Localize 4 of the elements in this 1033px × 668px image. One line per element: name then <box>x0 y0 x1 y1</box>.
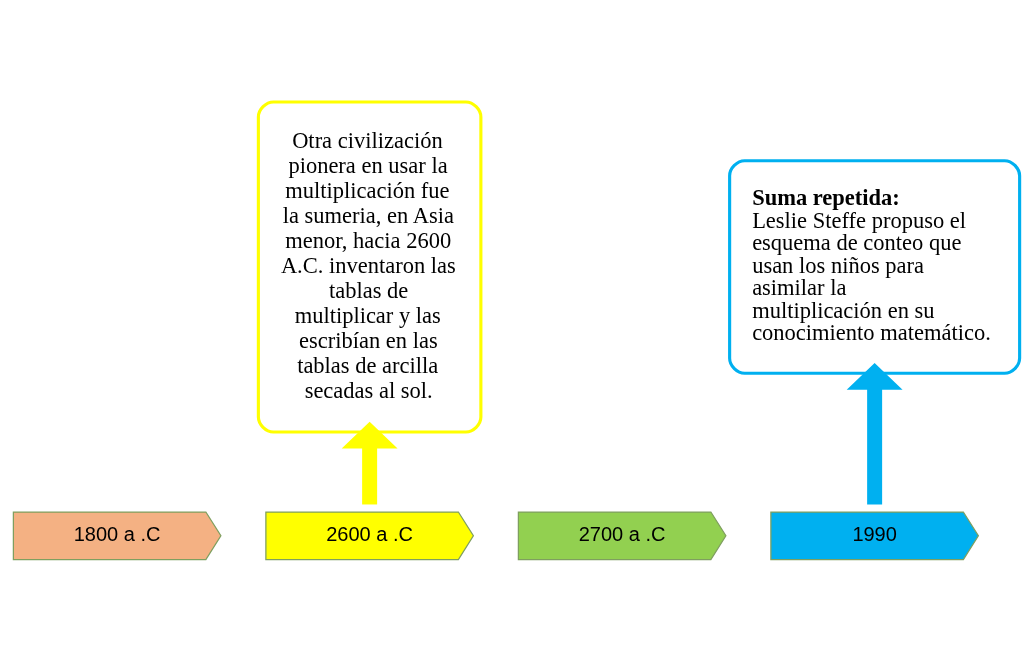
node-box: Otra civilización pionera en usar la multiplicación fue la sumeria, en Asia menor, hacia 2600 A.C. inventaron las tablas de multiplicar y las escribían en las tablas de arcilla secadas al sol. <box>256 99 483 434</box>
arrow <box>341 421 398 504</box>
node-box: Suma repetida: Leslie Steffe propuso el esquema de conteo que usan los niños para asimilar la multiplicación en su conocimiento matemático. <box>728 158 1022 375</box>
arrow <box>846 362 903 504</box>
